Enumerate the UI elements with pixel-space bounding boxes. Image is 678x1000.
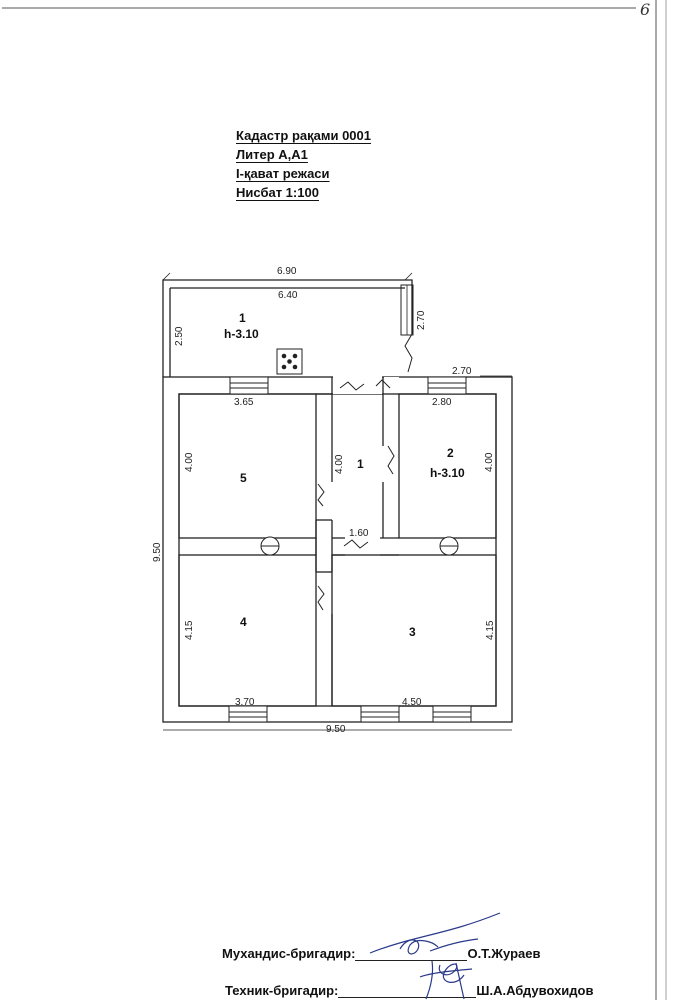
room-4-number: 4: [240, 615, 247, 629]
dim-room2-outer: 2.70: [452, 366, 472, 377]
room-4: [178, 554, 317, 707]
entrance-door-left: [339, 381, 365, 391]
handwritten-signatures: [369, 912, 501, 1000]
dim-room3-depth: 4.15: [485, 620, 496, 640]
cadastre-number: Кадастр рақами 0001: [236, 128, 372, 143]
window-room2: [427, 376, 467, 395]
entrance-door-right: [375, 379, 391, 389]
title-block: Кадастр рақами 0001 Литер А,А1 I-қават р…: [236, 126, 371, 202]
room-1-height: h-3.10: [224, 327, 259, 341]
page-mark: 6: [640, 0, 651, 19]
dim-room2-width: 2.80: [432, 397, 452, 408]
dim-hall-depth: 4.00: [334, 454, 345, 474]
engineer-signature-row: Мухандис-бригадир: О.Т.Жураев: [222, 946, 540, 961]
dim-veranda-outer-width: 6.90: [277, 266, 297, 277]
door-room4: [317, 585, 325, 611]
room-5: [178, 393, 317, 539]
technician-signature-line: [338, 983, 477, 998]
dim-veranda-side: 2.70: [416, 310, 427, 330]
dim-room3-width: 4.50: [402, 697, 422, 708]
dim-room5-width: 3.65: [234, 397, 254, 408]
technician-label: Техник-бригадир:: [225, 983, 339, 998]
engineer-name: О.Т.Жураев: [467, 946, 541, 961]
window-room3-left: [360, 705, 400, 723]
technician-name: Ш.А.Абдувохидов: [476, 983, 594, 998]
door-room5: [317, 483, 325, 507]
engineer-label: Мухандис-бригадир:: [222, 946, 356, 961]
engineer-signature-line: [355, 946, 468, 961]
room-3-number: 3: [409, 625, 416, 639]
dim-veranda-inner-width: 6.40: [278, 290, 298, 301]
door-room2: [387, 445, 395, 475]
room-5-number: 5: [240, 471, 247, 485]
window-room4: [228, 705, 268, 723]
hall-number: 1: [357, 457, 364, 471]
window-room5: [229, 376, 269, 395]
room-2-height: h-3.10: [430, 466, 465, 480]
dim-veranda-depth: 2.50: [174, 326, 185, 346]
technician-signature-row: Техник-бригадир: Ш.А.Абдувохидов: [225, 983, 593, 998]
veranda-wall: [162, 279, 413, 377]
dim-room5-depth: 4.00: [184, 452, 195, 472]
dim-hall-width: 1.60: [349, 528, 369, 539]
room-2-number: 2: [447, 446, 454, 460]
floor-plan-title: I-қават режаси: [236, 166, 330, 181]
veranda-door: [404, 333, 413, 373]
dim-room2-depth: 4.00: [484, 452, 495, 472]
stove-icon: [276, 348, 303, 375]
dim-room4-depth: 4.15: [184, 620, 195, 640]
window-room3-right: [432, 705, 472, 723]
dim-total-depth: 9.50: [152, 542, 163, 562]
door-corridor: [343, 539, 369, 549]
scale: Нисбат 1:100: [236, 185, 319, 200]
liter: Литер А,А1: [236, 147, 308, 162]
dim-total-width: 9.50: [326, 724, 346, 735]
room-1-number: 1: [239, 311, 246, 325]
dim-room4-width: 3.70: [235, 697, 255, 708]
outer-wall: [162, 376, 513, 723]
